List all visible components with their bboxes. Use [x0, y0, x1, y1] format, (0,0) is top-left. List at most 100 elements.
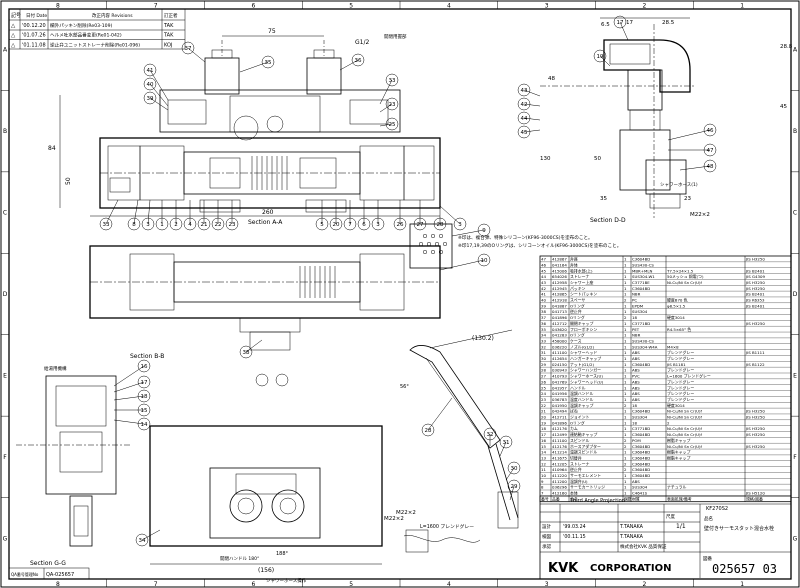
row-marker-right: E	[793, 372, 797, 379]
part-balloon-label: 42	[521, 102, 528, 108]
parts-cell: 1	[624, 356, 627, 361]
parts-cell: 硬度3014	[667, 403, 685, 408]
part-balloon-label: 17	[617, 20, 624, 26]
parts-cell: 18	[541, 426, 546, 431]
parts-cell: Ni-Cu/Ni Sn Cr(U)f	[667, 426, 702, 431]
part-balloon-label: 47	[707, 148, 714, 154]
parts-cell: 19	[541, 420, 546, 425]
parts-cell: 1	[624, 327, 627, 332]
part-balloon	[517, 97, 531, 111]
column-marker-bottom: 8	[56, 581, 60, 588]
rev-mark: △	[11, 42, 16, 48]
row-marker-right: C	[793, 210, 797, 217]
part-balloon	[593, 49, 607, 63]
parts-cell: C3604BD	[632, 362, 650, 367]
parts-cell: M4×8	[667, 344, 679, 349]
dim-6-5: 6.5	[601, 22, 610, 28]
dim-m22-right: M22×2	[690, 212, 710, 218]
parts-cell: ノズル(G1/2)	[570, 344, 594, 349]
dim-56-deg: 56°	[400, 384, 409, 390]
parts-cell: JIS H3250	[745, 286, 765, 291]
parts-cell: 37	[541, 315, 546, 320]
parts-cell: POM	[632, 438, 641, 443]
column-marker-bottom: 4	[447, 581, 451, 588]
parts-cell: 30	[541, 356, 546, 361]
parts-cell: 1	[624, 262, 627, 267]
parts-cell: 411100	[552, 438, 567, 443]
dim-m22: M22×2	[396, 510, 416, 516]
part-balloon-label: 8	[132, 222, 136, 228]
parts-cell: 411220	[552, 473, 567, 478]
parts-cell: 7	[541, 491, 544, 496]
part-balloon-label: 33	[103, 222, 110, 228]
parts-cell: ブレンドグレー	[667, 368, 694, 373]
handle-note: 開閉用握部	[384, 33, 407, 40]
part-balloon-label: 23	[229, 222, 236, 228]
parts-cell: 本体	[570, 491, 578, 496]
parts-cell: 411200	[552, 479, 567, 484]
part-balloon	[155, 217, 169, 231]
parts-cell: 18	[632, 315, 637, 320]
parts-cell: 1	[624, 286, 627, 291]
parts-cell: 8	[541, 485, 544, 490]
parts-cell: パッキン	[570, 286, 586, 291]
parts-cell: 1	[624, 379, 627, 384]
rev-content: ヘルメ吐水部品番変更(Re01-042)	[50, 32, 122, 39]
parts-cell: 412945	[552, 286, 567, 291]
parts-cell: ホースアダプター	[570, 444, 601, 449]
parts-cell: 温調スピンドル	[570, 450, 597, 455]
parts-cell: ケース	[570, 338, 582, 343]
part-balloon	[703, 159, 717, 173]
parts-cell: 17	[541, 432, 546, 437]
part-balloon-label: 18	[141, 394, 148, 400]
part-balloon-label: 28	[425, 428, 432, 434]
note-1: ※印は、複合弾、特殊シリコーン(KF96-3000CS)を塗布のこと。	[458, 234, 593, 241]
parts-cell: JIS B1111	[745, 350, 765, 355]
part-balloon	[517, 125, 531, 139]
column-marker-top: 1	[740, 3, 744, 10]
label-title: 品名	[704, 515, 713, 522]
dim-260: 260	[262, 209, 274, 216]
part-balloon-label: 4	[188, 222, 192, 228]
part-balloon-label: 23	[389, 102, 396, 108]
part-balloon	[385, 73, 399, 87]
parts-cell: ブレンドグレー	[667, 356, 694, 361]
parts-cell: 40	[541, 298, 546, 303]
column-marker-top: 5	[349, 3, 353, 10]
parts-cell: ブレンドグレー	[667, 350, 694, 355]
row-marker-right: A	[793, 47, 798, 54]
parts-cell: 036220	[552, 344, 567, 349]
parts-cell: C3604BD	[632, 461, 650, 466]
parts-cell: ブレンドグレー	[667, 379, 694, 384]
parts-cell: 24	[541, 391, 546, 396]
rev-date: '01.07.26	[22, 33, 46, 39]
parts-cell: 1	[624, 344, 627, 349]
parts-cell: 38	[541, 309, 546, 314]
row-marker-right: B	[793, 128, 797, 135]
part-balloon	[613, 15, 627, 29]
parts-cell: 410964	[552, 467, 567, 472]
company-jp: 株式会社KVK 品質保証	[620, 543, 667, 550]
parts-cell: L=1600 ブレンドグレー	[667, 374, 711, 379]
parts-cell: 654026	[552, 274, 567, 279]
parts-cell: 開閉キャップ	[570, 321, 593, 326]
title-block: Third Angle Projection KF270S2 設計 検図 承認 …	[8, 495, 792, 580]
dim-50-dd: 50	[594, 156, 601, 162]
parts-cell: 043620	[552, 327, 567, 332]
parts-cell: ブレンドグレー	[667, 391, 694, 396]
part-balloon	[385, 117, 399, 131]
part-balloon	[137, 403, 151, 417]
parts-cell: サーモエレメント	[570, 473, 601, 478]
parts-cell: JIS B2401	[745, 292, 765, 297]
row-marker-left: F	[3, 454, 7, 461]
part-balloon-label: 10	[481, 258, 488, 264]
company-name: CORPORATION	[590, 563, 671, 574]
parts-cell: 041950	[552, 403, 567, 408]
part-balloon-label: 9	[482, 228, 486, 234]
shower-hose-bottom: シャワーホース操作	[266, 577, 307, 584]
dim-156: (156)	[258, 567, 274, 574]
part-balloon-label: 17	[141, 380, 148, 386]
